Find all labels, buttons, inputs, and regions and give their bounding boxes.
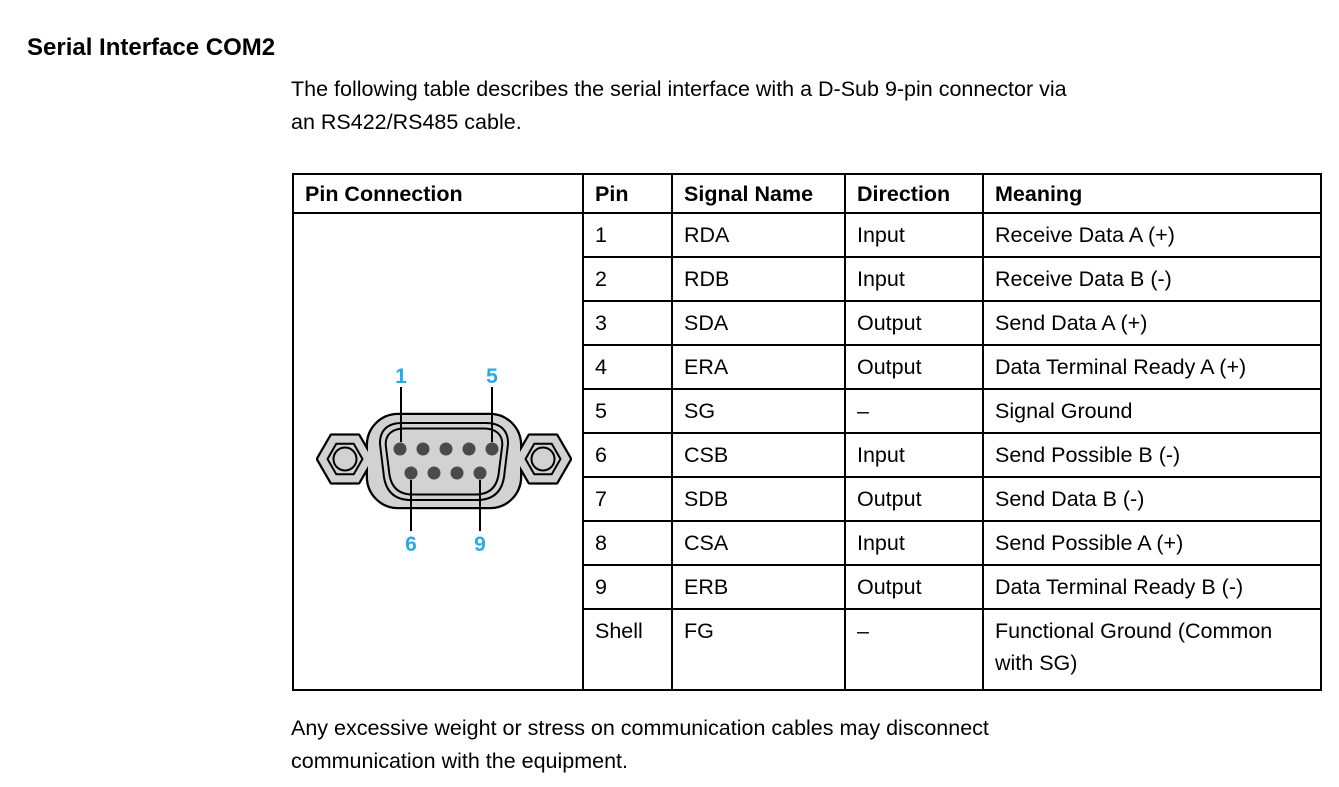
- cell-meaning: Send Possible B (-): [982, 432, 1322, 478]
- cell-meaning: Data Terminal Ready B (-): [982, 564, 1322, 610]
- cell-pin: 2: [582, 256, 673, 302]
- cell-direction: Input: [844, 212, 984, 258]
- cell-meaning: Receive Data B (-): [982, 256, 1322, 302]
- cell-direction: Output: [844, 564, 984, 610]
- table-row: 5 SG – Signal Ground: [293, 388, 1322, 434]
- cell-meaning: Signal Ground: [982, 388, 1322, 434]
- cell-signal: RDA: [671, 212, 846, 258]
- cell-direction: Output: [844, 344, 984, 390]
- dshell-outline: [378, 421, 510, 501]
- cell-direction: Input: [844, 432, 984, 478]
- cell-direction: Input: [844, 520, 984, 566]
- cell-pin: 9: [582, 564, 673, 610]
- intro-paragraph: The following table describes the serial…: [291, 73, 1331, 139]
- text-line: communication with the equipment.: [291, 749, 629, 773]
- cell-signal: SDA: [671, 300, 846, 346]
- cell-direction: Input: [844, 256, 984, 302]
- page-title: Serial Interface COM2: [27, 34, 276, 61]
- text-line: an RS422/RS485 cable.: [291, 110, 522, 134]
- table-row: 8 CSA Input Send Possible A (+): [293, 520, 1322, 566]
- col-header-signal-name: Signal Name: [671, 173, 846, 214]
- cell-signal: ERA: [671, 344, 846, 390]
- cell-signal: CSA: [671, 520, 846, 566]
- table-row: 7 SDB Output Send Data B (-): [293, 476, 1322, 522]
- pinout-table: Pin Connection Pin Signal Name Direction…: [292, 173, 1322, 691]
- pin-pointer-lines: [400, 386, 493, 531]
- table-row: 4 ERA Output Data Terminal Ready A (+): [293, 344, 1322, 390]
- cell-signal: ERB: [671, 564, 846, 610]
- connector-body-fill: [318, 414, 570, 507]
- table-header-row: Pin Connection Pin Signal Name Direction…: [292, 173, 1322, 214]
- cell-signal: CSB: [671, 432, 846, 478]
- pin9-label: 9: [474, 533, 486, 556]
- pin-connection-cell: 1 5 6 9: [292, 212, 584, 691]
- cell-meaning: Send Data A (+): [982, 300, 1322, 346]
- cell-direction: Output: [844, 300, 984, 346]
- cell-meaning: Functional Ground (Common with SG): [982, 608, 1322, 691]
- cell-meaning: Receive Data A (+): [982, 212, 1322, 258]
- cell-pin: 4: [582, 344, 673, 390]
- cell-pin: 1: [582, 212, 673, 258]
- cell-meaning: Data Terminal Ready A (+): [982, 344, 1322, 390]
- cell-signal: RDB: [671, 256, 846, 302]
- cell-pin: 8: [582, 520, 673, 566]
- pin5-label: 5: [486, 365, 498, 388]
- text-line: Any excessive weight or stress on commun…: [291, 716, 989, 740]
- cell-pin: 7: [582, 476, 673, 522]
- table-row: 1 5 6 9 1 RDA Input Receive Data A (+): [292, 212, 1322, 691]
- screw-nut-icons: [326, 442, 562, 475]
- table-row: Shell FG – Functional Ground (Common wit…: [293, 608, 1322, 691]
- cell-pin: 6: [582, 432, 673, 478]
- cell-pin: Shell: [582, 608, 673, 691]
- cell-direction: –: [844, 608, 984, 691]
- cell-meaning: Send Data B (-): [982, 476, 1322, 522]
- footer-paragraph: Any excessive weight or stress on commun…: [291, 712, 1331, 778]
- table-row: 9 ERB Output Data Terminal Ready B (-): [293, 564, 1322, 610]
- pin6-label: 6: [405, 533, 417, 556]
- cell-pin: 5: [582, 388, 673, 434]
- col-header-meaning: Meaning: [982, 173, 1322, 214]
- table-row: 6 CSB Input Send Possible B (-): [293, 432, 1322, 478]
- cell-signal: SG: [671, 388, 846, 434]
- cell-direction: Output: [844, 476, 984, 522]
- cell-pin: 3: [582, 300, 673, 346]
- col-header-pin-connection: Pin Connection: [292, 173, 584, 214]
- table-row: 3 SDA Output Send Data A (+): [293, 300, 1322, 346]
- cell-meaning: Send Possible A (+): [982, 520, 1322, 566]
- table-row: 2 RDB Input Receive Data B (-): [293, 256, 1322, 302]
- col-header-pin: Pin: [582, 173, 673, 214]
- connector-pins: [393, 442, 499, 479]
- cell-signal: SDB: [671, 476, 846, 522]
- pin-number-labels: 1 5 6 9: [395, 365, 498, 556]
- dsub9-connector-diagram: 1 5 6 9: [316, 365, 572, 556]
- cell-signal: FG: [671, 608, 846, 691]
- cell-direction: –: [844, 388, 984, 434]
- col-header-direction: Direction: [844, 173, 984, 214]
- pin1-label: 1: [395, 365, 407, 388]
- text-line: The following table describes the serial…: [291, 77, 1067, 101]
